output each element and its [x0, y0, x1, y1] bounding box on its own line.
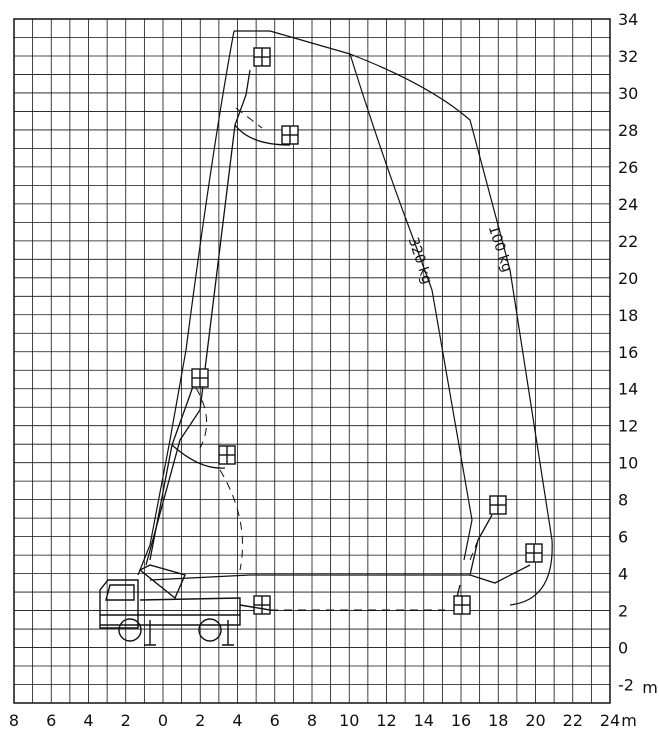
truck-bed: [139, 597, 241, 615]
x-tick-label: 12: [376, 711, 396, 730]
grid: [13, 18, 611, 704]
x-tick-label: 8: [9, 711, 19, 730]
y-tick-label: 20: [618, 269, 638, 288]
y-tick-label: 32: [618, 47, 638, 66]
front-outrigger: [144, 620, 156, 646]
truck: [99, 564, 271, 646]
envelope-100kg-curve: [234, 30, 553, 606]
x-tick-label: 4: [232, 711, 242, 730]
x-tick-label: 6: [270, 711, 280, 730]
platform-basket: [253, 595, 271, 615]
y-tick-label: 18: [618, 306, 638, 325]
platform-basket: [218, 445, 236, 465]
platform-basket: [489, 495, 507, 515]
boom-top-position: [145, 69, 251, 566]
platform-basket: [281, 125, 299, 145]
boom-top-arm: [234, 124, 291, 146]
x-tick-label: 0: [158, 711, 168, 730]
platform-baskets: [191, 47, 543, 615]
x-tick-label: 14: [414, 711, 434, 730]
y-tick-label: -2: [618, 676, 634, 695]
y-tick-label: 8: [618, 491, 628, 510]
platform-basket: [453, 595, 471, 615]
plot-frame: [13, 18, 611, 704]
x-tick-label: 16: [451, 711, 471, 730]
y-tick-label: 12: [618, 417, 638, 436]
platform-basket: [253, 47, 271, 67]
y-tick-label: 30: [618, 84, 638, 103]
x-tick-label: 10: [339, 711, 359, 730]
x-axis-unit: m: [621, 711, 637, 730]
envelope-inner-curve: [137, 30, 235, 576]
x-tick-label: 20: [525, 711, 545, 730]
y-tick-label: 24: [618, 195, 638, 214]
truck-cab: [99, 579, 139, 629]
plot-border: [13, 18, 611, 704]
x-tick-label: 24: [600, 711, 620, 730]
boom-positions: [145, 69, 531, 606]
boom-right-position: [469, 514, 493, 576]
truck-chassis: [100, 614, 241, 626]
y-tick-label: 14: [618, 380, 638, 399]
y-tick-label: 6: [618, 528, 628, 547]
x-tick-label: 8: [307, 711, 317, 730]
x-tick-label: 2: [195, 711, 205, 730]
truck-cab-window: [105, 584, 135, 601]
rear-outrigger: [222, 620, 234, 646]
y-tick-label: 0: [618, 639, 628, 658]
y-tick-label: 10: [618, 454, 638, 473]
y-tick-label: 28: [618, 121, 638, 140]
x-tick-label: 22: [563, 711, 583, 730]
y-tick-label: 22: [618, 232, 638, 251]
truck-crane-base: [138, 564, 186, 600]
platform-basket: [191, 368, 209, 388]
x-tick-label: 2: [121, 711, 131, 730]
y-tick-label: 2: [618, 602, 628, 621]
y-tick-label: 34: [618, 10, 638, 29]
truck-rear-wheel: [198, 618, 222, 642]
envelope-320kg-curve: [349, 53, 473, 561]
outrigger-right: [239, 604, 271, 611]
x-tick-label: 4: [83, 711, 93, 730]
x-tick-label: 6: [46, 711, 56, 730]
y-tick-label: 4: [618, 565, 628, 584]
platform-basket: [525, 543, 543, 563]
y-tick-label: 26: [618, 158, 638, 177]
y-tick-label: 16: [618, 343, 638, 362]
boom-right-arm: [469, 564, 531, 584]
y-axis-unit: m: [642, 678, 658, 697]
truck-front-wheel: [118, 618, 142, 642]
x-tick-label: 18: [488, 711, 508, 730]
boom-middle-position: [149, 443, 226, 561]
